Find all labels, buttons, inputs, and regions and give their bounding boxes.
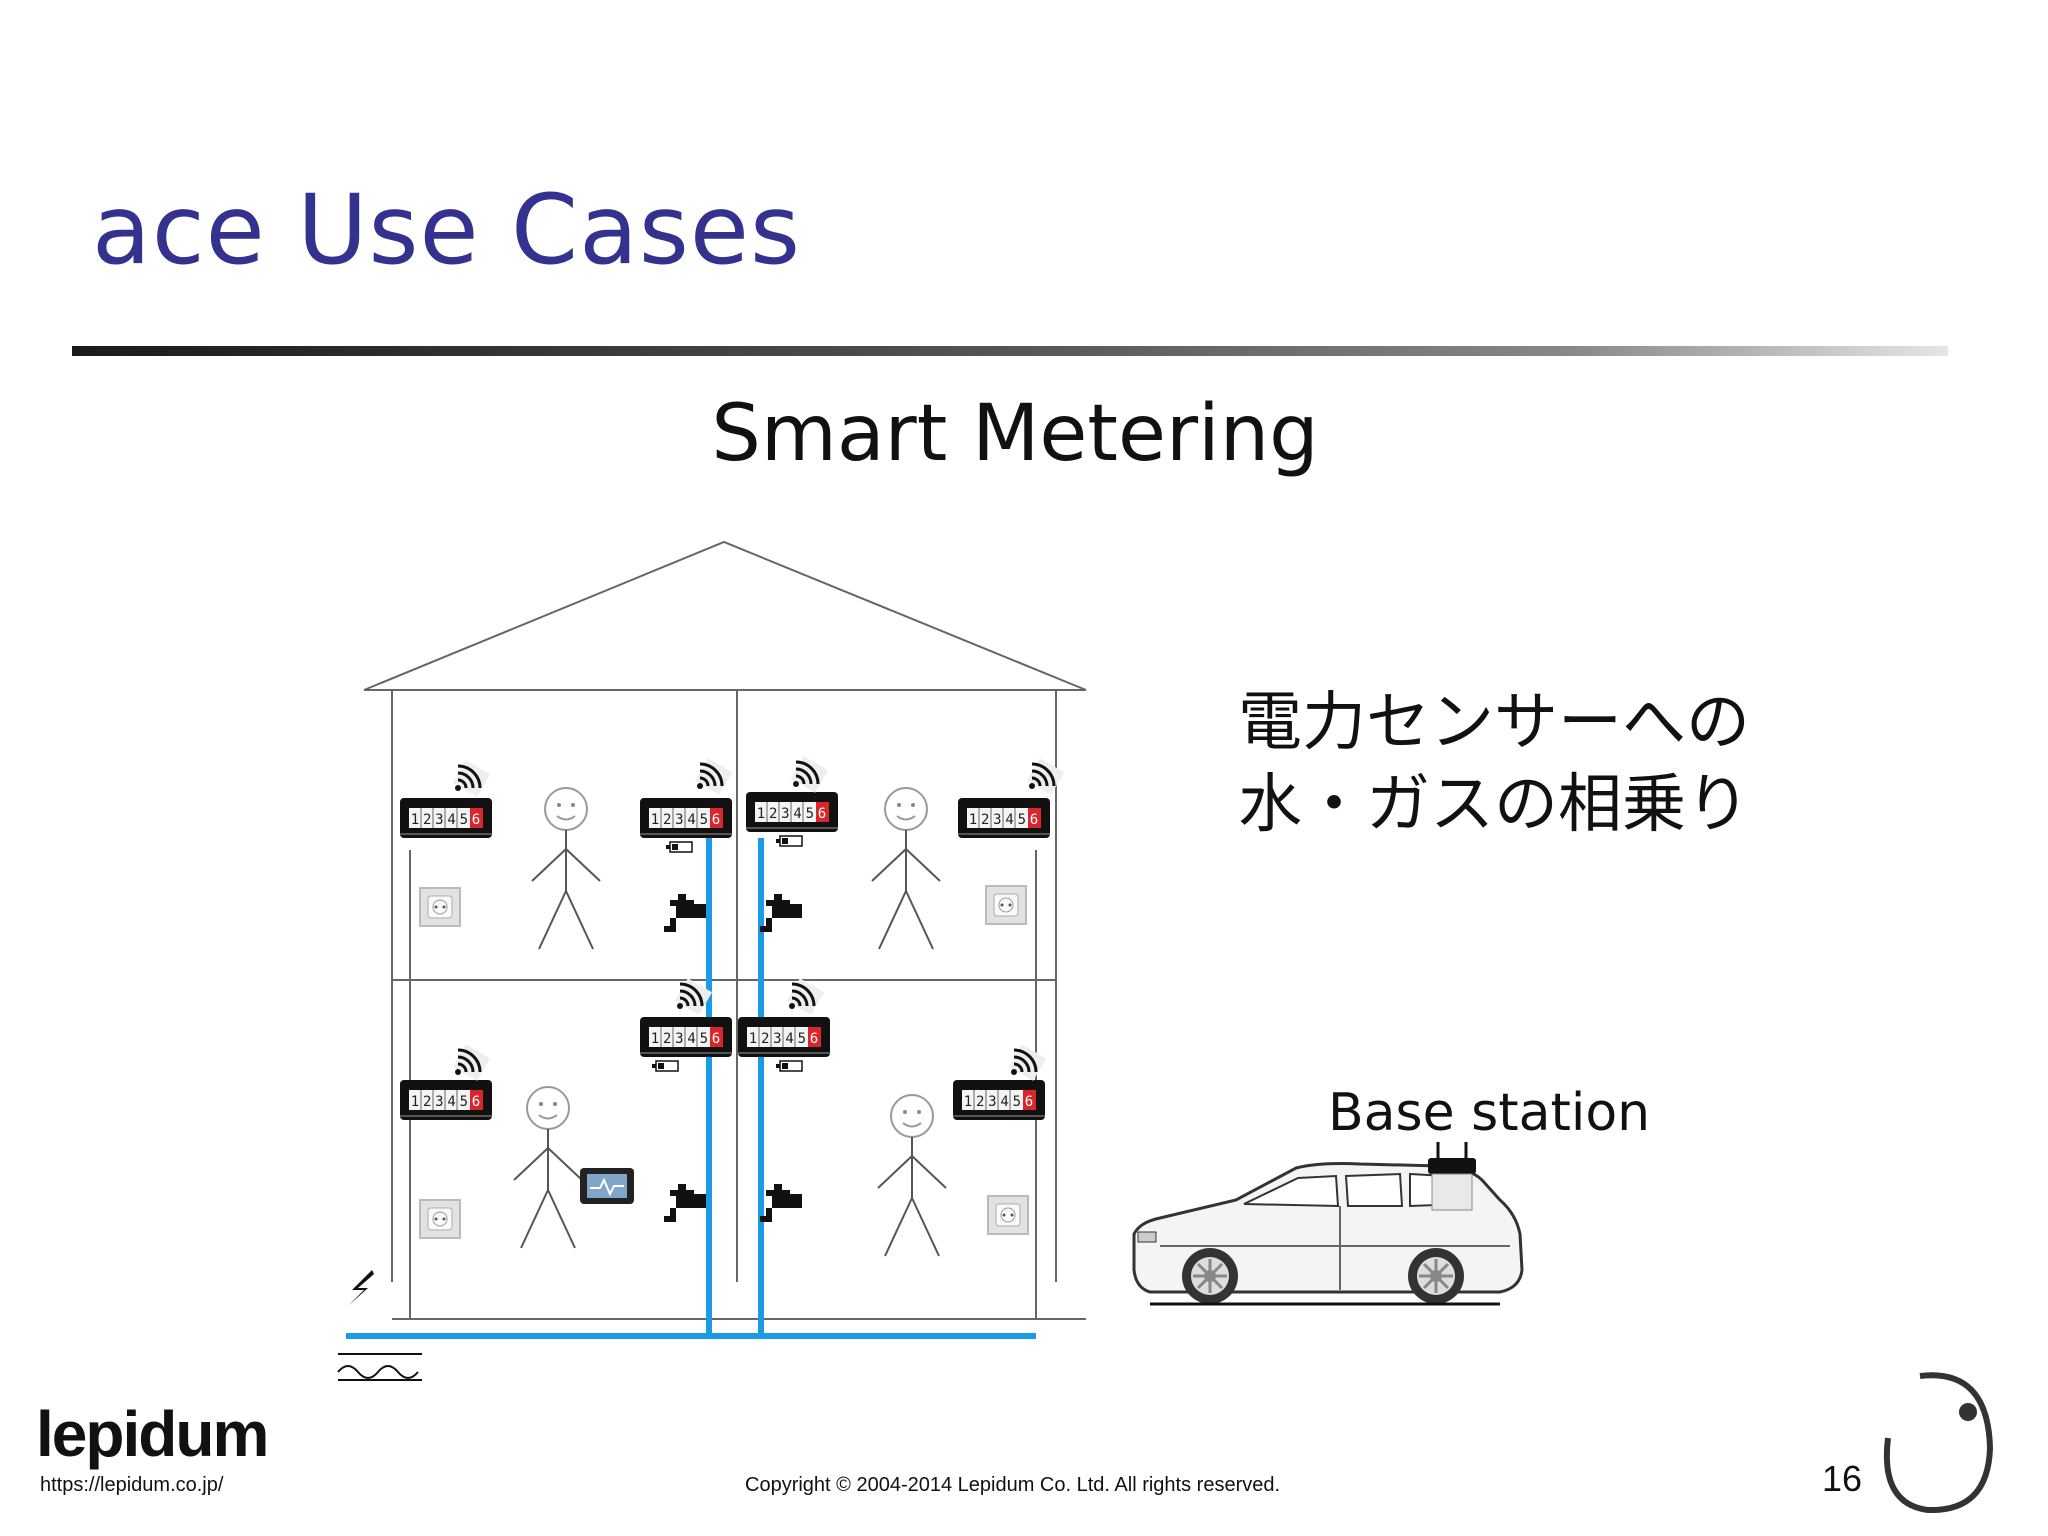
meter-digit: 2 bbox=[663, 1031, 671, 1047]
meter-digit: 6 bbox=[712, 1031, 720, 1047]
house bbox=[363, 540, 1087, 1320]
battery-icon bbox=[651, 1060, 679, 1072]
lepidum-logo: lepidum bbox=[36, 1398, 269, 1470]
meter-digit: 2 bbox=[423, 812, 431, 828]
tap-icon bbox=[664, 894, 706, 932]
meter-digit: 1 bbox=[411, 812, 419, 828]
meter-digit: 3 bbox=[675, 1031, 683, 1047]
battery-icon bbox=[775, 835, 803, 847]
meter-digit: 2 bbox=[761, 1031, 769, 1047]
person-figure bbox=[531, 787, 601, 950]
wifi-icon bbox=[451, 1042, 492, 1083]
person-figure bbox=[513, 1086, 583, 1249]
note-line-1: 電力センサーへの bbox=[1238, 686, 1750, 760]
wifi-icon bbox=[451, 758, 492, 799]
tap-icon bbox=[664, 1184, 706, 1222]
wifi-icon bbox=[1025, 756, 1066, 797]
meter-digit: 5 bbox=[806, 806, 814, 822]
meter-digit: 3 bbox=[781, 806, 789, 822]
battery-icon bbox=[665, 841, 693, 853]
meter-digit: 4 bbox=[793, 806, 801, 822]
note-line-2: 水・ガスの相乗り bbox=[1238, 768, 1750, 842]
wall-sockets bbox=[419, 885, 1029, 1239]
base-station-router-icon bbox=[1428, 1142, 1476, 1211]
wifi-icon bbox=[789, 754, 830, 795]
meter-digit: 3 bbox=[773, 1031, 781, 1047]
socket-icon bbox=[985, 885, 1027, 925]
meter-digit: 6 bbox=[1025, 1094, 1033, 1110]
meter-digit: 3 bbox=[675, 812, 683, 828]
water-taps bbox=[664, 894, 802, 1222]
meter-digit: 3 bbox=[435, 1094, 443, 1110]
meter-digit: 6 bbox=[810, 1031, 818, 1047]
car-window-front bbox=[1243, 1174, 1340, 1208]
meter-digit: 3 bbox=[993, 812, 1001, 828]
meter-digit: 6 bbox=[818, 806, 826, 822]
car-window-middle bbox=[1344, 1172, 1404, 1207]
meter-digit: 6 bbox=[712, 812, 720, 828]
socket-icon bbox=[419, 887, 461, 927]
lightning-icon bbox=[348, 1270, 374, 1306]
diagram-heading: Smart Metering bbox=[711, 389, 1318, 479]
meter-digit: 2 bbox=[976, 1094, 984, 1110]
meter-digit: 6 bbox=[1030, 812, 1038, 828]
meter-digit: 6 bbox=[472, 812, 480, 828]
meter-digit: 2 bbox=[423, 1094, 431, 1110]
water-pipes bbox=[346, 838, 1036, 1339]
meter-digit: 5 bbox=[700, 1031, 708, 1047]
corner-logo-icon bbox=[1883, 1372, 1994, 1514]
meter-digit: 5 bbox=[1013, 1094, 1021, 1110]
meter-digit: 2 bbox=[663, 812, 671, 828]
wifi-icon bbox=[1007, 1042, 1048, 1083]
socket-icon bbox=[987, 1195, 1029, 1235]
meter-digit: 4 bbox=[687, 1031, 695, 1047]
meter-digit: 3 bbox=[435, 812, 443, 828]
socket-icon bbox=[419, 1199, 461, 1239]
meter-digit: 4 bbox=[447, 1094, 455, 1110]
meter-digit: 5 bbox=[700, 812, 708, 828]
wifi-icon bbox=[693, 756, 734, 797]
meter-digit: 5 bbox=[798, 1031, 806, 1047]
tap-icon bbox=[760, 1184, 802, 1222]
meter-digit: 2 bbox=[981, 812, 989, 828]
title-divider bbox=[72, 346, 1948, 356]
meter-digit: 4 bbox=[785, 1031, 793, 1047]
meter-digit: 2 bbox=[769, 806, 777, 822]
copyright-notice: Copyright © 2004-2014 Lepidum Co. Ltd. A… bbox=[745, 1474, 1281, 1496]
slide-title: ace Use Cases bbox=[92, 174, 801, 286]
footer-url[interactable]: https://lepidum.co.jp/ bbox=[40, 1474, 224, 1496]
gas-wave-icon bbox=[337, 1353, 422, 1381]
meter-digit: 4 bbox=[1005, 812, 1013, 828]
house-roof bbox=[363, 540, 1087, 691]
car bbox=[1132, 1162, 1524, 1306]
car-wheel-rear bbox=[1406, 1246, 1466, 1306]
battery-icon bbox=[775, 1060, 803, 1072]
page-number: 16 bbox=[1822, 1458, 1863, 1499]
meter-digit: 1 bbox=[411, 1094, 419, 1110]
meter-digit: 1 bbox=[651, 1031, 659, 1047]
meter-digit: 1 bbox=[749, 1031, 757, 1047]
meter-digit: 5 bbox=[1018, 812, 1026, 828]
display-tablet bbox=[580, 1168, 634, 1204]
person-figure bbox=[877, 1094, 947, 1257]
car-wheel-front bbox=[1180, 1246, 1240, 1306]
tap-icon bbox=[760, 894, 802, 932]
meter-digit: 1 bbox=[969, 812, 977, 828]
meter-digit: 4 bbox=[447, 812, 455, 828]
meters bbox=[399, 791, 1051, 1121]
person-figure bbox=[871, 787, 941, 950]
meter-digit: 5 bbox=[460, 1094, 468, 1110]
meter-digit: 1 bbox=[651, 812, 659, 828]
wifi-icon bbox=[785, 976, 826, 1017]
meter-digit: 6 bbox=[472, 1094, 480, 1110]
meter-digit: 4 bbox=[1000, 1094, 1008, 1110]
base-station-label: Base station bbox=[1328, 1083, 1650, 1143]
meter-digit: 3 bbox=[988, 1094, 996, 1110]
meter-digit: 4 bbox=[687, 812, 695, 828]
meter-digit: 1 bbox=[757, 806, 765, 822]
meter-digit: 1 bbox=[964, 1094, 972, 1110]
meter-digit: 5 bbox=[460, 812, 468, 828]
